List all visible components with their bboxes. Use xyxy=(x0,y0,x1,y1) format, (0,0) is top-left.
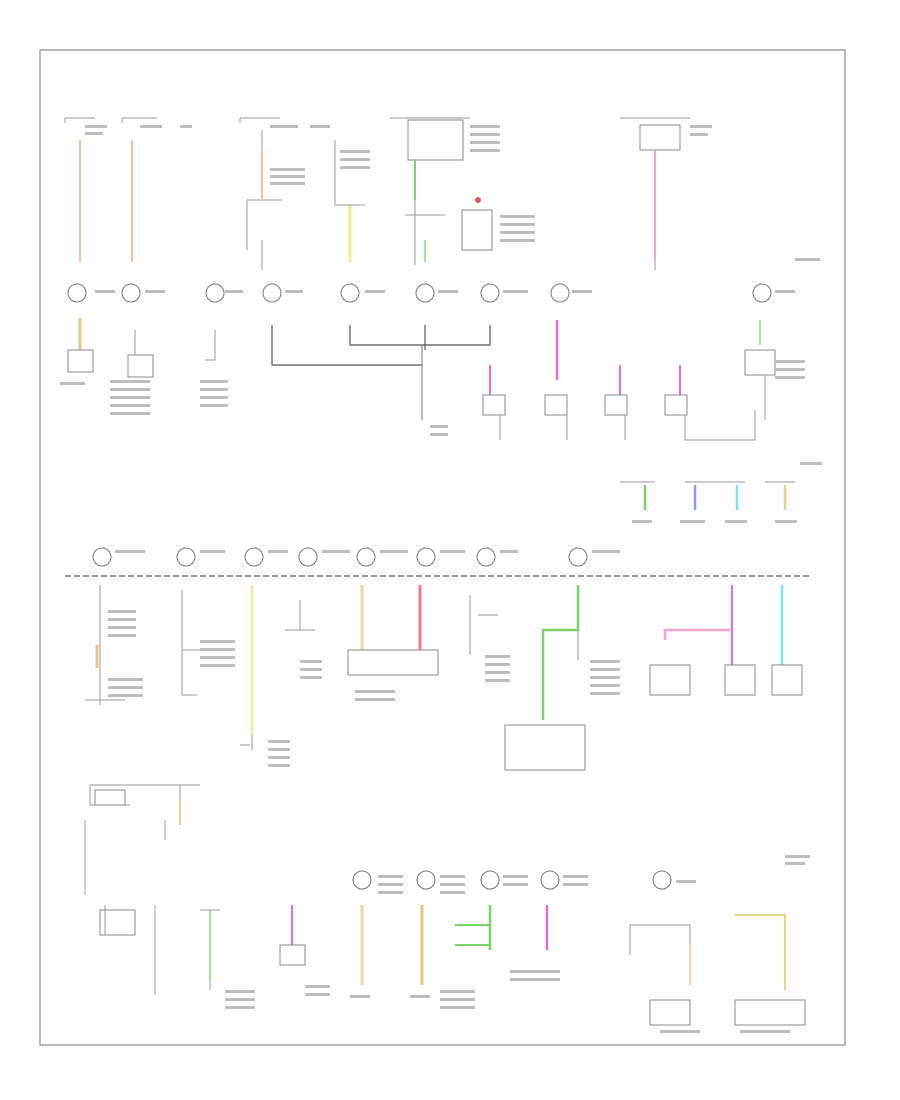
ground-connector-icon xyxy=(480,283,500,303)
ground-connector-icon xyxy=(356,547,376,567)
ground-connector-icon xyxy=(652,870,672,890)
ground-connector-icon xyxy=(176,547,196,567)
ground-connector-icon xyxy=(340,283,360,303)
mid-upper-section xyxy=(60,290,805,441)
ground-connector-icon xyxy=(121,283,141,303)
wire-pink-2 xyxy=(663,628,730,640)
ground-connector-icon xyxy=(67,283,87,303)
mid-lower-section xyxy=(85,550,803,771)
top-section xyxy=(64,117,712,270)
ground-connector-icon xyxy=(205,283,225,303)
wire-green-2 xyxy=(541,585,580,720)
ground-connector-icon xyxy=(262,283,282,303)
ground-connector-icon xyxy=(416,547,436,567)
lower-right-section xyxy=(200,258,822,1033)
ground-connector-icon xyxy=(352,870,372,890)
ground-connector-icon xyxy=(415,283,435,303)
ground-connector-icon xyxy=(416,870,436,890)
splice-node-icon xyxy=(475,197,481,203)
text-blocks-top xyxy=(85,125,712,242)
ground-connector-icon xyxy=(476,547,496,567)
ground-row-3 xyxy=(352,870,672,890)
ground-connector-icon xyxy=(540,870,560,890)
ground-connector-icon xyxy=(298,547,318,567)
ground-connector-icon xyxy=(752,283,772,303)
lower-left-section xyxy=(84,784,200,995)
ground-connector-icon xyxy=(92,547,112,567)
ground-connector-icon xyxy=(480,870,500,890)
ground-connector-icon xyxy=(244,547,264,567)
ground-connector-icon xyxy=(550,283,570,303)
ground-connector-icon xyxy=(568,547,588,567)
ground-row-1 xyxy=(67,283,772,303)
diagram-frame xyxy=(39,49,846,1046)
ground-row-2 xyxy=(92,547,588,567)
connector-group-right xyxy=(620,481,797,523)
